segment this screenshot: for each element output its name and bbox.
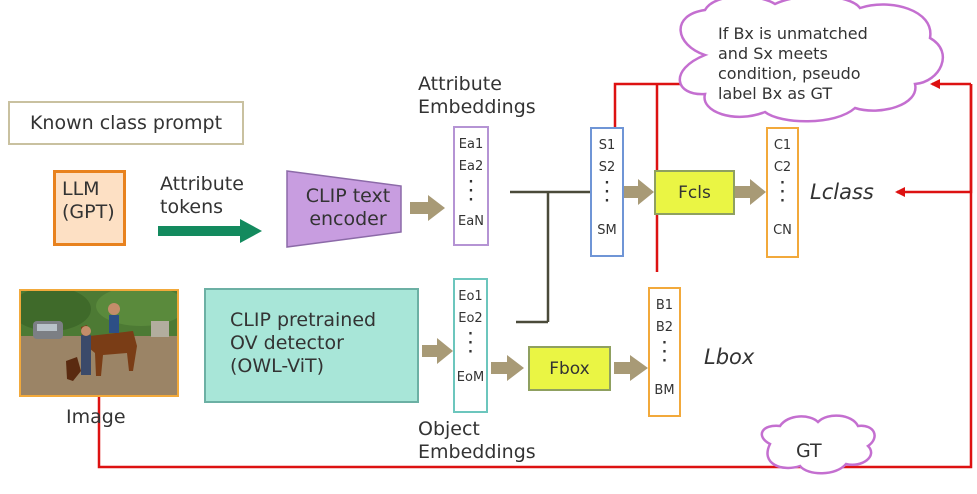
object-embeddings-label: Object Embeddings [418, 418, 536, 464]
llm-label-line2: (GPT) [62, 201, 115, 223]
lbox-label: Lbox [704, 345, 755, 369]
cloud-text-line1: If Bx is unmatched [718, 24, 868, 43]
gt-label: GT [796, 440, 822, 462]
obj-vec-second: Eo2 [458, 311, 483, 326]
clip-text-line1: CLIP text [305, 185, 391, 207]
box-vector: B1 B2 · · · BM [648, 287, 681, 417]
class-vec-second: C2 [773, 160, 792, 175]
attribute-tokens-line1: Attribute [160, 173, 244, 195]
box-vec-dots: · · · [662, 336, 667, 369]
known-class-prompt-text: Known class prompt [29, 112, 223, 134]
gt-feedback-line [97, 84, 973, 469]
attribute-embedding-vector: Ea1 Ea2 · · · EaN [453, 126, 489, 246]
similarity-vector: S1 S2 · · · SM [590, 127, 624, 257]
cloud-text-line4: label Bx as GT [718, 84, 833, 103]
ov-detector-line2: OV detector [230, 332, 344, 354]
known-class-prompt-box: Known class prompt [8, 101, 244, 145]
attribute-embeddings-line2: Embeddings [418, 96, 536, 118]
attribute-embeddings-line1: Attribute [418, 73, 502, 95]
sim-to-cloud-line [613, 79, 698, 130]
attribute-tokens-line2: tokens [160, 196, 224, 218]
fbox-label: Fbox [549, 358, 590, 379]
llm-label-line1: LLM [62, 178, 100, 200]
fcls-box: Fcls [654, 170, 735, 215]
ov-detector-box: CLIP pretrained OV detector (OWL-ViT) [204, 288, 419, 403]
ov-detector-line3: (OWL-ViT) [230, 355, 325, 377]
sim-vec-second: S2 [598, 160, 616, 175]
thought-cloud [678, 0, 944, 475]
clip-text-encoder-shape [286, 170, 402, 248]
class-vec-dots: · · · [780, 176, 785, 209]
obj-vec-dots: · · · [468, 327, 473, 360]
horse-photo-illustration [21, 291, 177, 395]
cloud-text: If Bx is unmatched and Sx meets conditio… [718, 24, 868, 104]
attr-vec-dots: · · · [468, 175, 474, 208]
sim-to-fcls-arrow [622, 179, 654, 205]
object-embeddings-line1: Object [418, 418, 480, 440]
ov-to-obj-arrow [422, 338, 453, 364]
sim-vec-last: SM [597, 223, 617, 238]
sim-vec-dots: · · · [604, 176, 610, 209]
attr-vec-second: Ea2 [458, 159, 484, 174]
obj-vec-last: EoM [456, 370, 485, 385]
class-vector: C1 C2 · · · CN [766, 127, 799, 258]
obj-to-fbox-arrow [491, 355, 524, 381]
gt-cloud-shape [760, 414, 876, 475]
box-vec-last: BM [654, 383, 675, 398]
input-image-thumbnail [19, 289, 179, 397]
fcls-label: Fcls [678, 182, 711, 203]
fbox-box: Fbox [528, 346, 611, 391]
object-embeddings-line2: Embeddings [418, 441, 536, 463]
box-vec-first: B1 [655, 298, 674, 313]
obj-vec-first: Eo1 [458, 289, 483, 304]
object-embedding-vector: Eo1 Eo2 · · · EoM [453, 278, 488, 413]
attribute-tokens-label: Attribute tokens [160, 173, 244, 219]
clip-text-encoder-label: CLIP text encoder [293, 185, 403, 231]
image-label: Image [66, 406, 126, 428]
box-vec-second: B2 [655, 320, 674, 335]
attribute-tokens-arrow [158, 219, 262, 243]
fusion-lines [510, 190, 590, 324]
class-vec-first: C1 [773, 138, 792, 153]
fcls-to-class-arrow [735, 179, 766, 205]
cloud-text-line2: and Sx meets [718, 44, 828, 63]
attr-vec-first: Ea1 [458, 137, 484, 152]
fbox-to-box-arrow [614, 355, 648, 381]
clip-text-line2: encoder [309, 208, 387, 230]
cloud-text-line3: condition, pseudo [718, 64, 861, 83]
attribute-embeddings-label: Attribute Embeddings [418, 73, 536, 119]
llm-box: LLM (GPT) [53, 170, 126, 246]
clip-to-attr-arrow [410, 195, 445, 221]
class-vec-last: CN [773, 223, 792, 238]
ov-detector-line1: CLIP pretrained [230, 309, 377, 331]
sim-vec-first: S1 [598, 138, 616, 153]
attr-vec-last: EaN [458, 214, 484, 229]
lclass-label: Lclass [810, 180, 874, 204]
